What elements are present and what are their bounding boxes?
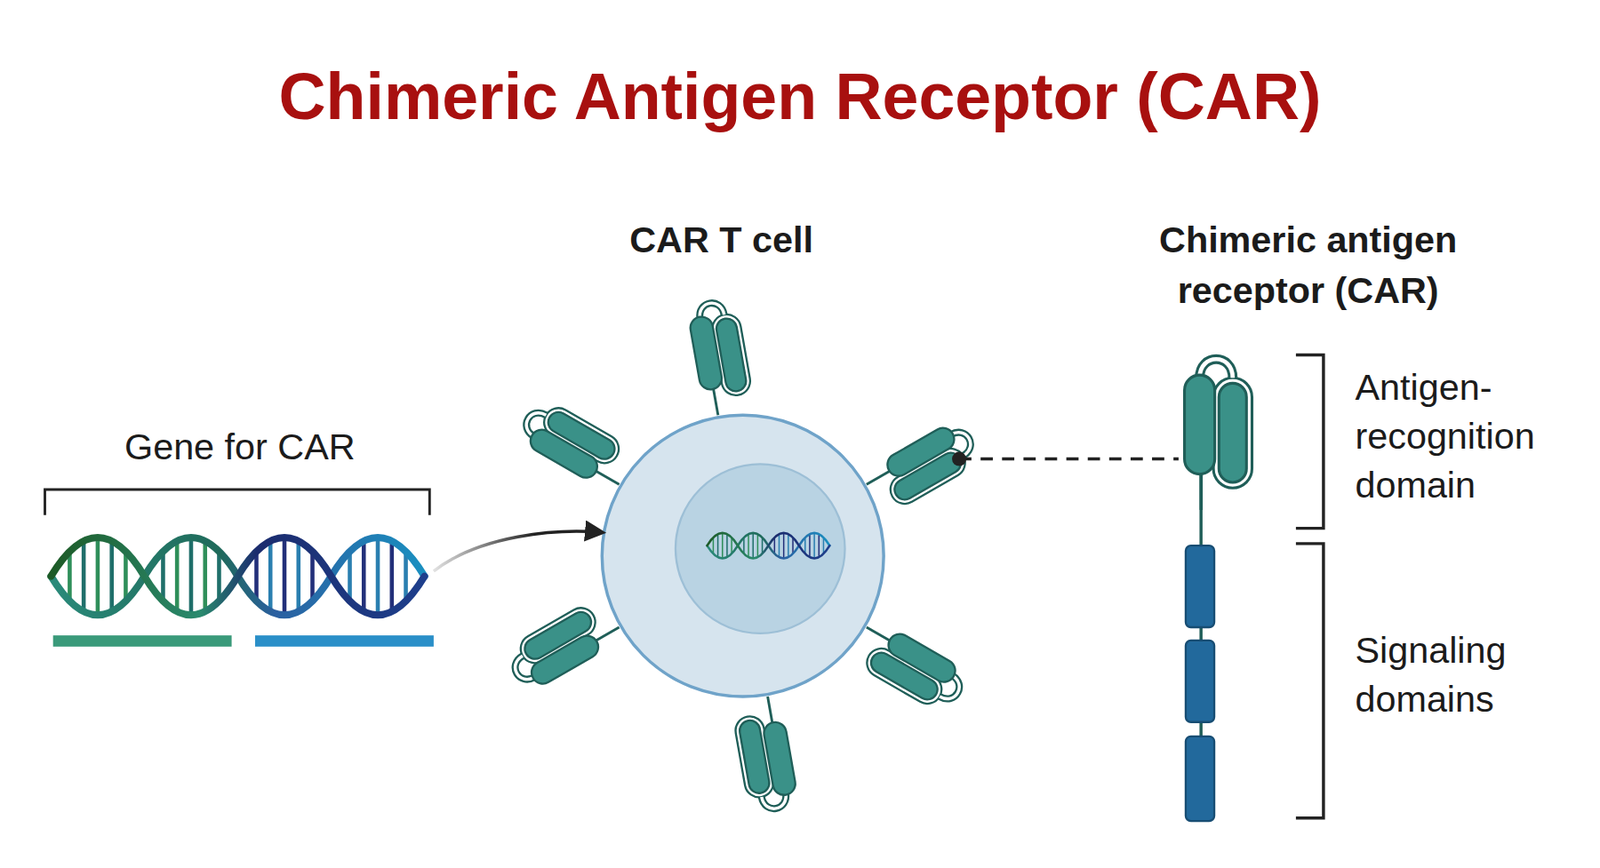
t-cell-body — [601, 415, 884, 697]
connector-dot — [952, 452, 967, 467]
annotation-label: Antigen-recognition domain — [1354, 363, 1575, 511]
receptor-node: Chimeric antigen receptor (CAR) — [1178, 346, 1276, 827]
signaling-domain — [1185, 640, 1215, 723]
t-cell-node: CAR T cell — [601, 296, 960, 816]
node-heading: Gene for CAR — [46, 424, 434, 471]
gene-node: Gene for CAR — [46, 480, 434, 654]
nuclear-dna — [707, 533, 831, 560]
t-cell-nucleus — [675, 464, 846, 634]
annotation-label: Signaling domains — [1354, 626, 1575, 725]
domain-bracket — [1296, 544, 1324, 819]
surface-receptor — [516, 396, 639, 496]
surface-receptor — [848, 616, 970, 717]
surface-receptor — [686, 298, 755, 418]
surface-receptor — [730, 695, 800, 815]
surface-receptor — [860, 417, 983, 518]
diagram-title: Chimeric Antigen Receptor (CAR) — [0, 56, 1600, 138]
transfer-arrow — [433, 531, 602, 572]
dashed-leader — [959, 457, 1179, 461]
node-heading: CAR T cell — [517, 217, 926, 264]
gene-segment — [255, 635, 434, 648]
dna-helix — [50, 537, 424, 616]
surface-receptor — [503, 594, 625, 695]
gene-segment — [53, 635, 232, 648]
signaling-domain — [1185, 736, 1215, 822]
node-heading: Chimeric antigen receptor (CAR) — [1114, 214, 1503, 317]
signaling-domain — [1185, 545, 1215, 628]
domain-bracket — [1296, 354, 1324, 528]
large-receptor — [1184, 359, 1253, 511]
gene-bracket — [45, 489, 431, 516]
